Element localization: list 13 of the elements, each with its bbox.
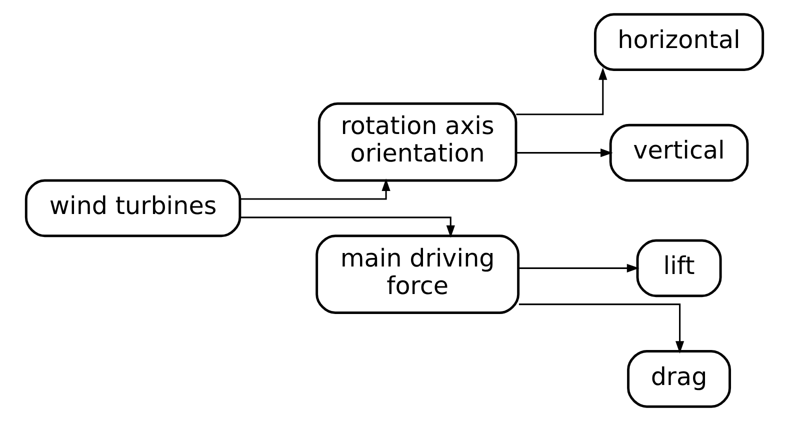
arrow: [518, 264, 640, 272]
arrow: [518, 304, 684, 354]
arrow: [516, 148, 613, 158]
node-box: main driving force: [316, 234, 520, 314]
node-box: wind turbines: [24, 179, 242, 238]
arrow: [516, 68, 608, 116]
node-box: vertical: [609, 124, 749, 182]
node-box: rotation axis orientation: [318, 102, 518, 182]
node-box: drag: [627, 350, 731, 408]
arrow: [240, 216, 455, 238]
node-box: lift: [636, 239, 722, 298]
node-box: horizontal: [594, 13, 764, 71]
arrow: [240, 178, 390, 200]
